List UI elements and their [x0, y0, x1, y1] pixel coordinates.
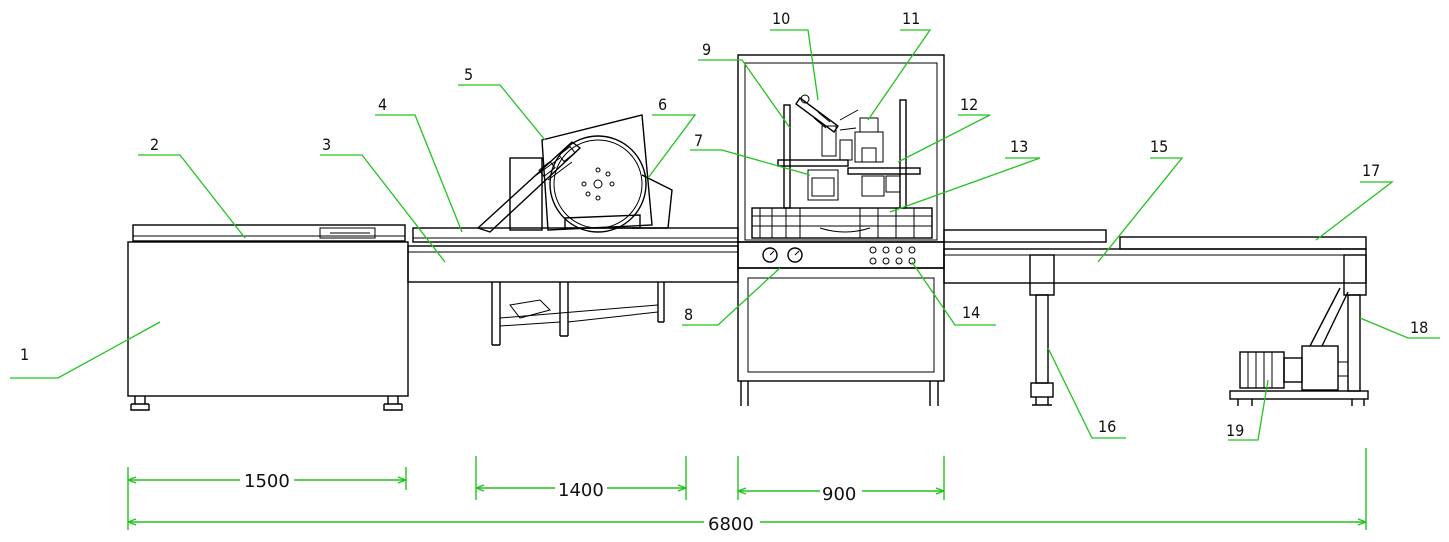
part-label-17: 17 [1362, 161, 1380, 180]
part-label-14: 14 [962, 303, 980, 322]
part-label-7: 7 [694, 131, 703, 150]
left-cabinet [127, 224, 409, 411]
part-label-11: 11 [902, 9, 920, 28]
part-label-12: 12 [960, 95, 978, 114]
part-label-1: 1 [20, 345, 29, 364]
dimension-lines [127, 448, 1367, 530]
part-labels: 1 2 3 4 5 6 7 8 9 10 11 12 13 14 15 16 1… [20, 9, 1428, 440]
part-label-2: 2 [150, 135, 159, 154]
part-label-18: 18 [1410, 318, 1428, 337]
part-label-19: 19 [1226, 421, 1244, 440]
leader-lines [10, 29, 1440, 441]
part-label-16: 16 [1098, 417, 1116, 436]
dim-label-1400: 1400 [558, 480, 604, 501]
dim-label-900: 900 [822, 484, 856, 505]
part-label-5: 5 [464, 65, 473, 84]
part-label-3: 3 [322, 135, 331, 154]
part-label-4: 4 [378, 95, 387, 114]
part-label-9: 9 [702, 40, 711, 59]
part-label-10: 10 [772, 9, 790, 28]
front-conveyor-section [407, 227, 739, 346]
right-conveyor-section [943, 229, 1369, 406]
part-label-15: 15 [1150, 137, 1168, 156]
part-label-6: 6 [658, 95, 667, 114]
part-label-13: 13 [1010, 137, 1028, 156]
dim-label-1500: 1500 [244, 471, 290, 492]
dimension-labels: 1500 1400 900 6800 [244, 471, 856, 535]
dim-label-6800: 6800 [708, 514, 754, 535]
rotary-feeder [476, 114, 673, 233]
part-label-8: 8 [684, 305, 693, 324]
central-machine [737, 54, 945, 406]
